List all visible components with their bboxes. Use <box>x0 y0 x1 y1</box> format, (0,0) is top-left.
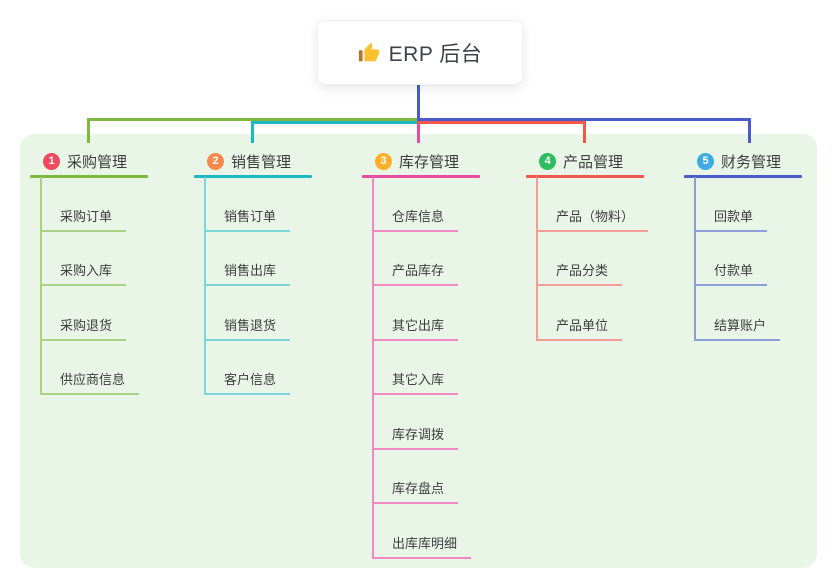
branch-bus-line <box>251 121 420 124</box>
child-node-row: 产品单位 <box>538 286 648 341</box>
child-node[interactable]: 供应商信息 <box>42 369 140 395</box>
branch-number-badge: 5 <box>697 152 714 170</box>
branch-bus-line <box>417 121 586 124</box>
root-node-label: ERP 后台 <box>388 42 483 66</box>
child-node-row: 结算账户 <box>696 286 781 341</box>
child-node-row: 付款单 <box>696 232 780 286</box>
branch-header[interactable]: 5 财务管理 <box>684 150 802 172</box>
branch-children: 回款单付款单结算账户 <box>694 177 781 341</box>
child-node[interactable]: 库存盘点 <box>374 478 459 504</box>
branch-title: 采购管理 <box>67 153 128 171</box>
branch-header[interactable]: 1 采购管理 <box>30 150 148 172</box>
branch-number-badge: 3 <box>375 152 392 170</box>
child-node-row: 其它出库 <box>374 286 471 341</box>
child-node[interactable]: 产品分类 <box>538 260 623 286</box>
child-node[interactable]: 回款单 <box>696 206 768 232</box>
child-node[interactable]: 仓库信息 <box>374 206 459 232</box>
child-node-row: 库存调拨 <box>374 395 471 450</box>
branch-title: 产品管理 <box>563 153 624 171</box>
child-node[interactable]: 产品单位 <box>538 315 623 341</box>
branch-4: 4 产品管理产品（物料） 产品分类产品单位 <box>526 150 649 341</box>
child-node[interactable]: 销售订单 <box>206 206 291 232</box>
branch-2: 2 销售管理销售订单销售出库销售退货客户信息 <box>194 150 312 395</box>
child-node-row: 客户信息 <box>206 341 291 395</box>
child-node-row: 产品分类 <box>538 232 648 286</box>
branch-underline <box>362 175 480 178</box>
child-node[interactable]: 客户信息 <box>206 369 291 395</box>
branch-header[interactable]: 3 库存管理 <box>362 150 480 172</box>
child-node[interactable]: 销售退货 <box>206 315 291 341</box>
child-node[interactable]: 采购入库 <box>42 260 127 286</box>
child-node-row: 销售出库 <box>206 232 291 286</box>
child-node-row: 其它入库 <box>374 341 471 395</box>
branch-header[interactable]: 4 产品管理 <box>526 150 644 172</box>
branch-children: 仓库信息产品库存其它出库其它入库库存调拨库存盘点出库库明细 <box>372 177 472 559</box>
child-node[interactable]: 产品（物料） <box>538 206 649 232</box>
branch-5: 5 财务管理回款单付款单结算账户 <box>684 150 802 341</box>
branch-underline <box>194 175 312 178</box>
child-node-row: 销售订单 <box>206 177 291 232</box>
child-node[interactable]: 其它出库 <box>374 315 459 341</box>
branch-title: 库存管理 <box>399 153 460 171</box>
branch-drop-line <box>583 121 586 143</box>
branch-underline <box>684 175 802 178</box>
root-node-erp[interactable]: ERP 后台 <box>317 20 523 85</box>
branches-panel <box>20 134 817 568</box>
child-node-row: 供应商信息 <box>42 341 140 395</box>
branch-header[interactable]: 2 销售管理 <box>194 150 312 172</box>
child-node-row: 出库库明细 <box>374 504 472 559</box>
branch-title: 销售管理 <box>231 153 292 171</box>
child-node-row: 采购入库 <box>42 232 139 286</box>
branch-bus-line <box>417 118 751 121</box>
child-node[interactable]: 出库库明细 <box>374 533 472 559</box>
child-node-row: 产品库存 <box>374 232 471 286</box>
child-node[interactable]: 库存调拨 <box>374 424 459 450</box>
branch-drop-line <box>251 121 254 143</box>
child-node-row: 仓库信息 <box>374 177 471 232</box>
child-node[interactable]: 其它入库 <box>374 369 459 395</box>
thumbs-up-icon <box>358 42 380 64</box>
child-node[interactable]: 付款单 <box>696 260 768 286</box>
branch-number-badge: 4 <box>539 152 556 170</box>
branch-drop-line <box>748 118 751 143</box>
child-node-row: 库存盘点 <box>374 450 471 504</box>
branch-children: 产品（物料） 产品分类产品单位 <box>536 177 649 341</box>
branch-3: 3 库存管理仓库信息产品库存其它出库其它入库库存调拨库存盘点出库库明细 <box>362 150 480 559</box>
child-node-row: 采购退货 <box>42 286 139 341</box>
branch-underline <box>526 175 644 178</box>
branch-title: 财务管理 <box>721 153 782 171</box>
branch-number-badge: 2 <box>207 152 224 170</box>
branch-children: 销售订单销售出库销售退货客户信息 <box>204 177 291 395</box>
child-node-row: 产品（物料） <box>538 177 649 232</box>
child-node[interactable]: 产品库存 <box>374 260 459 286</box>
child-node[interactable]: 结算账户 <box>696 315 781 341</box>
branch-underline <box>30 175 148 178</box>
child-node-row: 回款单 <box>696 177 780 232</box>
child-node[interactable]: 采购退货 <box>42 315 127 341</box>
branch-children: 采购订单采购入库采购退货供应商信息 <box>40 177 140 395</box>
child-node-row: 采购订单 <box>42 177 139 232</box>
root-connector-line <box>417 83 420 124</box>
child-node[interactable]: 销售出库 <box>206 260 291 286</box>
child-node[interactable]: 采购订单 <box>42 206 127 232</box>
branch-number-badge: 1 <box>43 152 60 170</box>
branch-bus-line <box>87 118 420 121</box>
branch-drop-line <box>417 121 420 143</box>
branch-drop-line <box>87 118 90 143</box>
branch-1: 1 采购管理采购订单采购入库采购退货供应商信息 <box>30 150 148 395</box>
child-node-row: 销售退货 <box>206 286 291 341</box>
